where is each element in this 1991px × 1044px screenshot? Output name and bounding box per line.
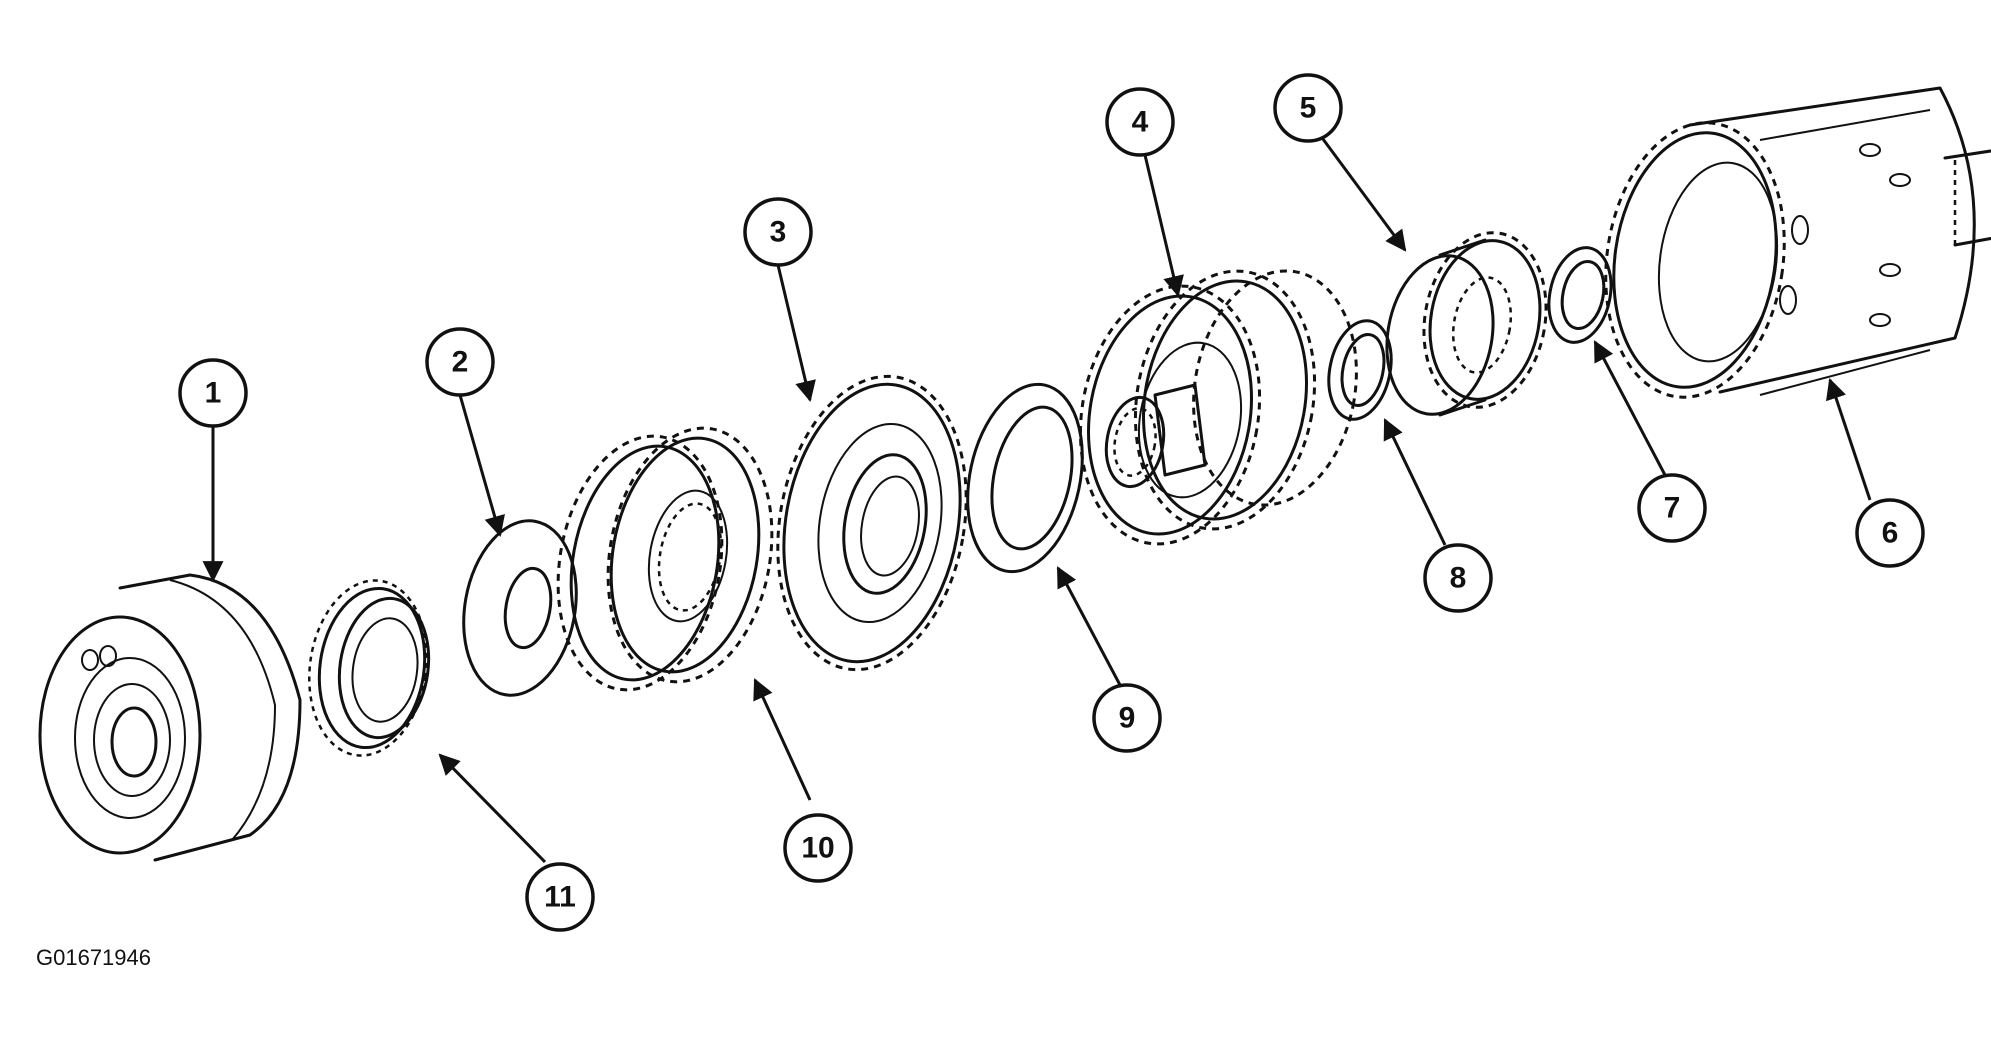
callout-10-label: 10 bbox=[801, 832, 834, 865]
part-11-bearing bbox=[308, 579, 431, 757]
leader-5 bbox=[1318, 134, 1407, 252]
part-2-washer bbox=[462, 519, 578, 697]
leader-8 bbox=[1383, 418, 1447, 546]
callout-1-label: 1 bbox=[205, 377, 222, 410]
leader-7 bbox=[1593, 340, 1667, 476]
callout-3-label: 3 bbox=[770, 216, 787, 249]
leader-3 bbox=[776, 264, 816, 403]
callout-7: 7 bbox=[1637, 473, 1707, 543]
leader-11 bbox=[438, 753, 547, 864]
leader-6 bbox=[1826, 378, 1872, 501]
part-10-clutch-hub bbox=[556, 426, 774, 692]
callout-6-label: 6 bbox=[1882, 517, 1899, 550]
leader-lines bbox=[202, 134, 1872, 864]
callout-2-label: 2 bbox=[452, 346, 469, 379]
callout-7-label: 7 bbox=[1664, 492, 1681, 525]
callout-1: 1 bbox=[178, 358, 248, 428]
callout-11-label: 11 bbox=[544, 881, 576, 914]
leader-2 bbox=[458, 394, 505, 538]
callout-9-label: 9 bbox=[1119, 702, 1136, 735]
part-3-gear-plate bbox=[776, 374, 968, 672]
figure-code: G01671946 bbox=[36, 945, 151, 970]
part-9-washer bbox=[966, 382, 1084, 574]
callout-4: 4 bbox=[1105, 87, 1175, 157]
part-1-drum bbox=[38, 573, 302, 862]
callout-2: 2 bbox=[425, 327, 495, 397]
part-6-output-shell bbox=[1604, 86, 1991, 399]
callout-11: 11 bbox=[525, 862, 595, 932]
callout-9: 9 bbox=[1092, 683, 1162, 753]
callout-3: 3 bbox=[743, 197, 813, 267]
callout-4-label: 4 bbox=[1132, 106, 1149, 139]
part-5-sun-gear-shell bbox=[1385, 231, 1548, 417]
leader-9 bbox=[1056, 566, 1122, 686]
callout-10: 10 bbox=[783, 813, 853, 883]
callout-5: 5 bbox=[1273, 73, 1343, 143]
part-8-washer bbox=[1327, 319, 1393, 421]
part-7-washer bbox=[1547, 246, 1613, 344]
callout-8-label: 8 bbox=[1450, 562, 1467, 595]
leader-4 bbox=[1143, 154, 1184, 298]
callout-5-label: 5 bbox=[1300, 92, 1317, 125]
callout-6: 6 bbox=[1855, 498, 1925, 568]
part-4-planetary-carrier bbox=[1078, 269, 1358, 546]
callout-8: 8 bbox=[1423, 543, 1493, 613]
leader-10 bbox=[753, 678, 812, 801]
